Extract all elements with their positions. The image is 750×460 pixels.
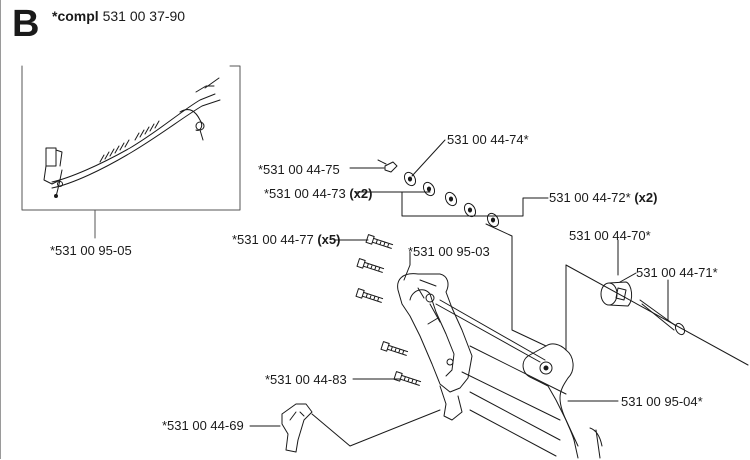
handle-tube-bracket	[461, 264, 749, 459]
cable-harness	[43, 77, 221, 198]
compl-number: 531 00 37-90	[102, 8, 186, 24]
part-label-531009503[interactable]: *531 00 95-03	[408, 244, 490, 259]
section-letter: B	[12, 3, 40, 45]
qty-531004473: (x2)	[349, 186, 373, 201]
qty-531004477: (x5)	[317, 232, 341, 247]
leader-lines	[249, 139, 669, 427]
part-label-531004474[interactable]: 531 00 44-74*	[447, 132, 529, 147]
knob-and-bolt	[600, 281, 686, 336]
compl-header: *compl 531 00 37-90	[52, 8, 185, 24]
compl-label: *compl	[52, 8, 99, 24]
part-label-531004472[interactable]: 531 00 44-72* (x2)	[549, 190, 658, 205]
part-label-531004483[interactable]: *531 00 44-83	[265, 372, 347, 387]
handle-half	[397, 273, 546, 421]
part-label-531004473[interactable]: *531 00 44-73 (x2)	[264, 186, 373, 201]
part-label-531004477[interactable]: *531 00 44-77 (x5)	[232, 232, 341, 247]
part-label-531004475[interactable]: *531 00 44-75	[258, 162, 340, 177]
trigger	[281, 403, 441, 453]
cable-inset-bracket	[21, 65, 241, 239]
screws	[355, 234, 422, 386]
part-label-531004470[interactable]: 531 00 44-70*	[569, 228, 651, 243]
clip-and-washers	[377, 159, 500, 228]
part-label-531009505[interactable]: *531 00 95-05	[50, 243, 132, 258]
qty-531004472: (x2)	[634, 190, 658, 205]
part-label-531009504[interactable]: 531 00 95-04*	[621, 394, 703, 409]
part-label-531004469[interactable]: *531 00 44-69	[162, 418, 244, 433]
part-label-531004471[interactable]: 531 00 44-71*	[636, 265, 718, 280]
